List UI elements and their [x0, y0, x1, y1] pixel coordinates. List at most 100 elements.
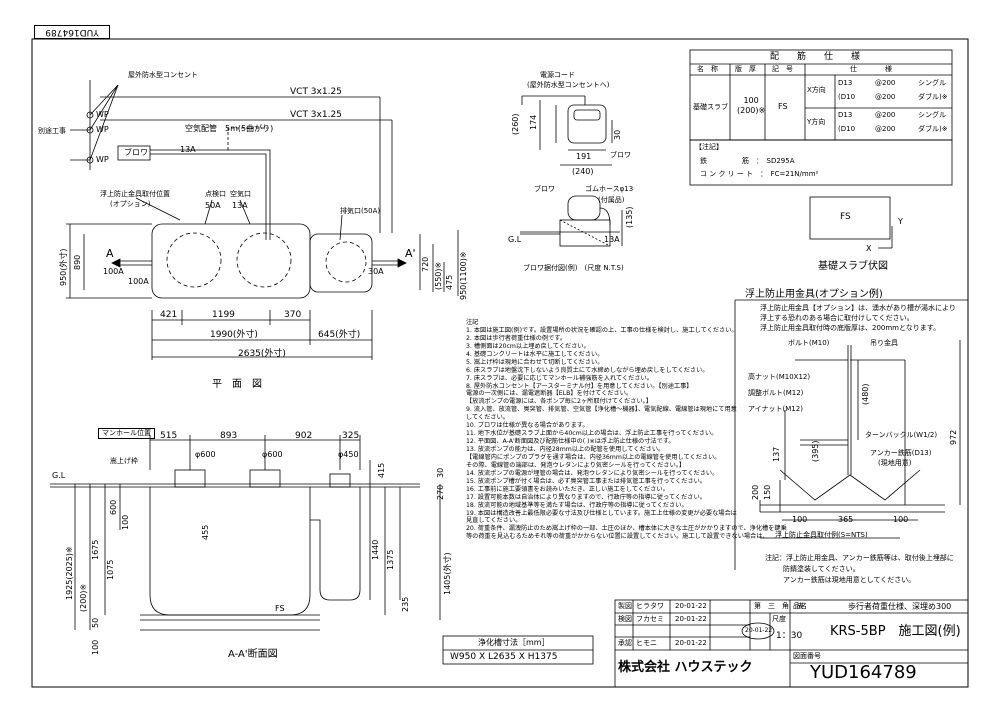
tb-scale-label: 尺度 [772, 615, 786, 623]
anchor-desc-3: 浮上防止用金具取付時の底版厚は、200mmとなります。 [760, 324, 941, 332]
tb-product-label: 品名 [793, 602, 807, 610]
anchor-hook: 吊り金具 [870, 339, 898, 347]
anchor-hnut: 高ナット(M10X12) [748, 373, 811, 381]
blower-d240: (240) [572, 167, 594, 176]
note-line: 5. 嵩上げ枠は現地に合わせて切断してください。 [466, 358, 604, 366]
spec-header-spec: 仕 様 [850, 65, 892, 73]
plan-title: 平 面 図 [212, 379, 262, 390]
section-d1075: 1075 [106, 559, 115, 580]
blower-label-1: ブロワ [610, 151, 631, 159]
plan-separate-work: 別途工事 [38, 127, 66, 135]
company-name: 株式会社 ハウステック [618, 660, 753, 675]
section-d30: 30 [436, 467, 445, 478]
tb-drawing-no: YUD164789 [810, 662, 917, 683]
blower-cord: 電源コード [540, 71, 575, 79]
note-line: 4. 基礎コンクリートは水平に施工してください。 [466, 350, 604, 358]
spec-y-2c: ダブル)※ [918, 125, 948, 133]
blower-hose: ゴムホースφ13 [585, 185, 634, 193]
anchor-d395: (395) [811, 440, 820, 462]
tb-drawing-no-label: 図面番号 [793, 652, 821, 660]
blower-cord-dest: (屋外防水型コンセントへ) [527, 81, 610, 89]
plan-30a: 30A [368, 267, 384, 276]
plan-blower: ブロワ [124, 148, 148, 157]
note-line: 11. 地下水位が基礎スラブ上面から40cm以上の場合は、浮上防止工事を行ってく… [466, 430, 718, 438]
section-d1405: 1405(外寸) [443, 552, 452, 595]
blower-d135: (135) [625, 206, 634, 228]
size-box-value: W950 X L2635 X H1375 [450, 652, 558, 662]
note-line: 18. 放流可能の地域基準等を満たす場合は、行政庁等の指導に従ってください。 [466, 501, 688, 509]
section-d100b: 100 [91, 639, 100, 655]
spec-header-symbol: 記 号 [772, 65, 793, 73]
section-d1440: 1440 [371, 539, 380, 560]
anchor-desc-1: 浮上防止用金具【オプション】は、湧水があり槽が湯水により [760, 304, 956, 312]
plan-view-lines [66, 80, 459, 360]
plan-13a: 13A [180, 145, 196, 154]
anchor-note-1: 注記：浮上防止用金具、アンカー鉄筋等は、取付後上埋部に [765, 554, 954, 562]
blower-title: ブロワ据付図(例) (尺度 N.T.S) [523, 264, 624, 272]
frame [31, 38, 969, 688]
anchor-detail-lines [734, 299, 968, 570]
plan-100a-2: 100A [128, 277, 149, 286]
section-view-lines [50, 435, 441, 631]
plan-inspection: 点検口 [205, 190, 226, 198]
blower-d191: 191 [576, 152, 592, 161]
anchor-bolt: ボルト(M10) [788, 339, 830, 347]
plan-d2635: 2635(外寸) [238, 349, 286, 359]
note-line: 13. 放流ポンプの能力は、内径28mm以上の配管を使用してください。 [466, 446, 665, 453]
tb-r1-name: ヒラタワ [636, 602, 664, 610]
spec-x-2a: (D10 [838, 93, 856, 101]
note-line: 8. 屋外防水コンセント【アースターミナル付】を用意してください。【別途工事】 [466, 382, 693, 390]
spec-y-dir: Y方向 [807, 118, 826, 126]
blower-label-2: ブロワ [534, 185, 555, 193]
tb-r3-name: ヒモニ [636, 639, 657, 647]
note-line: してください。 [466, 414, 509, 422]
anchor-d972: 972 [949, 429, 958, 445]
plan-wp-2: WP [96, 125, 109, 134]
plan-d550: (550)※ [434, 261, 443, 290]
note-line: 2. 本図は歩行者荷重仕様の例です。 [466, 334, 567, 342]
slab-title: 基礎スラブ伏図 [818, 261, 888, 272]
tb-scale: 1：30 [776, 631, 803, 641]
anchor-d365: 365 [838, 515, 854, 524]
anchor-eyenut: アイナット(M12) [748, 405, 803, 413]
blower-attached: (付属品) [598, 196, 625, 204]
spec-x-1b: @200 [875, 79, 896, 87]
spec-rebar: 鉄 筋 ： SD295A [700, 157, 795, 165]
section-d415: 415 [377, 462, 386, 478]
anchor-note-3: アンカー鉄筋は現地用意としてください。 [783, 576, 916, 584]
spec-concrete: コ ン ク リ ー ト ： FC=21N/mm² [700, 170, 819, 178]
anchor-turnbuckle: ターンバックル(W1/2) [865, 431, 938, 439]
plan-outlet-label: 屋外防水型コンセント [128, 71, 198, 79]
section-d902: 902 [295, 431, 313, 441]
anchor-desc-2: 浮上する恐れのある場合に取付けしてください。 [760, 314, 914, 322]
spec-y-1b: @200 [875, 111, 896, 119]
section-manhole: マンホール位置 [98, 428, 155, 439]
general-notes: 注記 1. 本図は施工図(例)です。設置場所の状況を確認の上、工事の仕様を検討し… [466, 319, 787, 541]
plan-d720: 720 [421, 256, 430, 272]
section-lift: 嵩上げ枠 [110, 457, 138, 465]
spec-x-dir: X方向 [807, 86, 826, 94]
section-d1375: 1375 [386, 549, 395, 570]
spec-header-name: 名 称 [697, 65, 718, 73]
blower-d260: (260) [511, 113, 520, 135]
section-d515: 515 [160, 431, 178, 441]
note-line: 14. 放流ポンプの電源が埋管の場合は、発泡ウレタンにより気密シールを行ってくだ… [466, 469, 719, 477]
spec-x-1c: シングル [918, 79, 946, 87]
section-d270: 270 [436, 484, 445, 500]
plan-d645: 645(外寸) [318, 330, 361, 340]
plan-air-port: 空気口 [230, 190, 251, 198]
blower-gl: G.L [508, 235, 522, 244]
spec-y-1a: D13 [838, 111, 853, 119]
plan-d421: 421 [160, 310, 178, 320]
plan-float-hook: 浮上防止金具取付位置 [100, 190, 170, 198]
note-line: 19. 本図は構造改善上最低限必要な寸法及び仕様としています。施工上仕様の変更が… [466, 509, 737, 517]
anchor-rebar: アンカー鉄筋(D13) [870, 449, 932, 457]
blower-detail-lines [520, 95, 623, 247]
slab-x: X [866, 244, 872, 253]
section-d100: 100 [121, 514, 130, 530]
tb-stamp: 20-01-22 [745, 627, 773, 634]
plan-option: (オプション) [110, 200, 151, 208]
slab-y: Y [898, 217, 903, 226]
anchor-title: 浮上防止用金具(オプション例) [745, 289, 883, 300]
